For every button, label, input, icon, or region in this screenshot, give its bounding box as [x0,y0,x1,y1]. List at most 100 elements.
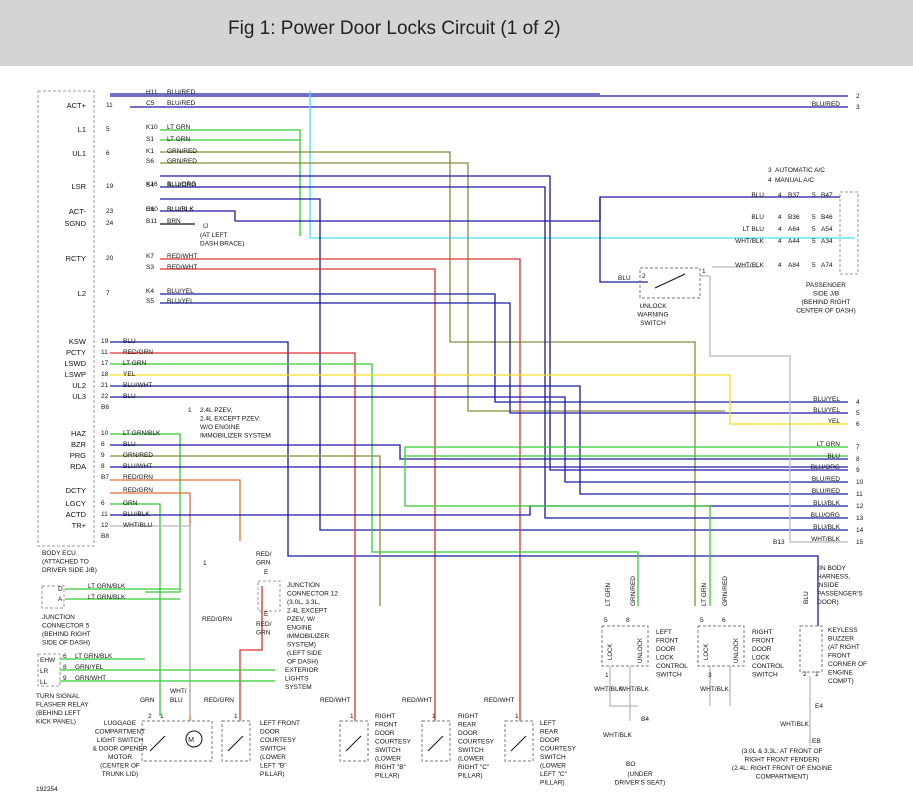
ecu-conn-0: C5 [146,100,155,107]
rf-lock-pin-0: 5 [700,617,704,624]
b4-label: B4 [641,716,649,723]
wht-blk-0: WHT/BLK [594,686,624,693]
turn-relay-wire-1: GRN/YEL [75,664,104,671]
ecu-lower-wire-13: GRN [123,500,138,507]
ecu-pin-label-1: L1 [78,125,86,134]
wire-wht-blk-right [700,275,848,543]
keyless-buzzer-label-line-3: FRONT [828,653,850,660]
rf-courtesy-switch-box [339,720,369,762]
wire-bzr-blu [110,444,848,460]
jc5-label-line-1: CONNECTOR 5 [42,623,90,630]
right-pin-wire-12: BLU/BLK [813,524,840,531]
jc12-wire-top-line-1: GRN [256,560,271,567]
right-pin-wire-10: BLU/BLK [813,500,840,507]
body-harness-label-line-4: DOOR) [817,599,839,606]
jb-legend-1: MANUAL A/C [775,177,814,184]
right-pin-num-0: 2 [856,93,860,100]
bo-label: BO [626,761,635,768]
keyless-buzzer-label-line-4: CORNER OF [828,661,867,668]
jc5-label-line-2: (BEHIND RIGHT [42,631,91,638]
ecu-lower-wire-0: BLU [123,338,136,345]
exterior-lights-label-line-0: EXTERIOR [285,667,319,674]
ecu-extra-conn-1: S1 [146,136,154,143]
right-pin-wire-4: YEL [828,418,841,425]
buzzer-pin-0: 2 [803,671,807,678]
jb-legend-num-0: 3 [768,167,772,174]
bottom-pin-2: 1 [234,713,238,720]
ecu-lower-pin-5: 22 [101,393,109,400]
right-pin-num-8: 10 [856,479,864,486]
ecu-lower-wire-11: RED/GRN [123,474,153,481]
wire-red-wht-1 [160,258,521,721]
figure-number: 192254 [36,786,58,793]
lr-courtesy-label-line-3: COURTESY [540,746,577,753]
lf-unlock-word: UNLOCK [638,638,644,663]
turn-relay-label-line-0: TURN SIGNAL [36,693,80,700]
ecu-lower-pin-13: 6 [101,500,105,507]
rf-lock-label-line-3: LOCK [752,655,770,662]
bottom-wire-blu: BLU [170,697,183,704]
ecu-pin-label-0: ACT+ [67,101,87,110]
turn-relay-num-0: 6 [63,653,67,660]
ecu-extra-conn-0: H11 [146,89,158,96]
rf-unlock-word: UNLOCK [734,638,740,663]
unlock-warning-label-line-0: UNLOCK [639,303,667,310]
lr-courtesy-label-line-4: SWITCH [540,754,566,761]
ecu-extra-wire-6: BLU/YEL [167,298,194,305]
ecu-conn-3: K16 [146,181,158,188]
luggage-label-line-6: TRUNK LID) [102,771,138,778]
rf-lock-word: LOCK [704,644,710,660]
bottom-pin-0: 2 [148,713,152,720]
jc12-label-line-7: SYSTEM) [287,642,316,649]
wire-prg-grn-red [110,455,381,606]
turn-signal-relay [37,653,61,687]
note1-line-2: W/O ENGINE [200,424,240,431]
jb-row-b-1: B46 [821,214,833,221]
ecu-pin-num-4: 23 [106,208,114,215]
right-pin-num-10: 12 [856,503,864,510]
ecu-pin-label-4: ACT- [69,207,87,216]
right-pin-wire-13: WHT/BLK [811,536,841,543]
ecu-extra-wire-1: LT GRN [167,136,191,143]
rf-courtesy-label-line-6: RIGHT "B" [375,764,407,771]
ecu-lower-label-13: LGCY [66,499,86,508]
ecu-lower-wire-3: YEL [123,371,136,378]
jb-row-num2-4: 5 [812,262,816,269]
jb-row-b-4: A74 [821,262,833,269]
turn-relay-label-line-1: FLASHER RELAY [36,702,89,709]
ecu-lower-label-5: UL3 [72,392,86,401]
wire-blu-yel-1 [160,293,848,403]
right-pin-num-4: 6 [856,421,860,428]
wire-blu-red-top [110,93,848,97]
note1-line-0: 2.4L PZEV, [200,407,233,414]
ecu-lower-label-2: LSWD [64,359,86,368]
ecu-conn-7: K4 [146,288,154,295]
right-pin-num-9: 11 [856,491,863,498]
lf-courtesy-label-line-0: LEFT FRONT [260,720,300,727]
luggage-label-line-4: MOTOR [108,754,132,761]
luggage-label-line-1: COMPARTMENT [95,729,145,736]
jb-label-line-1: SIDE J/B [813,291,839,298]
ecu-lower-wire-10: BLU/WHT [123,463,152,470]
ecu-wire-4: BLU/BLK [167,206,194,213]
jb-row-b-3: A34 [821,238,833,245]
wht-blk-3: WHT/BLK [603,732,633,739]
lf-lock-pin-2: 1 [605,672,609,679]
wire-lt-grn-right [405,446,848,457]
ecu-wire-3: BLU/ORG [167,181,196,188]
ecu-wire-7: BLU/YEL [167,288,194,295]
rr-courtesy-label-line-3: COURTESY [458,739,495,746]
right-pin-wire-7: BLU/ORG [811,464,840,471]
jb-row-num-0: 4 [778,192,782,199]
luggage-label-line-0: LUGGAGE [104,720,137,727]
ecu-lower-pin-10: 8 [101,463,105,470]
jc12-wire-bot-line-1: GRN [256,630,271,637]
luggage-switch-box [141,720,213,762]
jc12-label-line-1: CONNECTOR 12 [287,591,338,598]
ecu-lower-pin-9: 9 [101,452,105,459]
wht-blk-2: WHT/BLK [700,686,730,693]
ecu-extra-conn-2: S6 [146,158,154,165]
keyless-buzzer-label-line-2: (AT RIGHT [828,644,860,651]
wire-blu-unlock [599,197,648,283]
turn-relay-wire-2: GRN/WHT [75,675,106,682]
